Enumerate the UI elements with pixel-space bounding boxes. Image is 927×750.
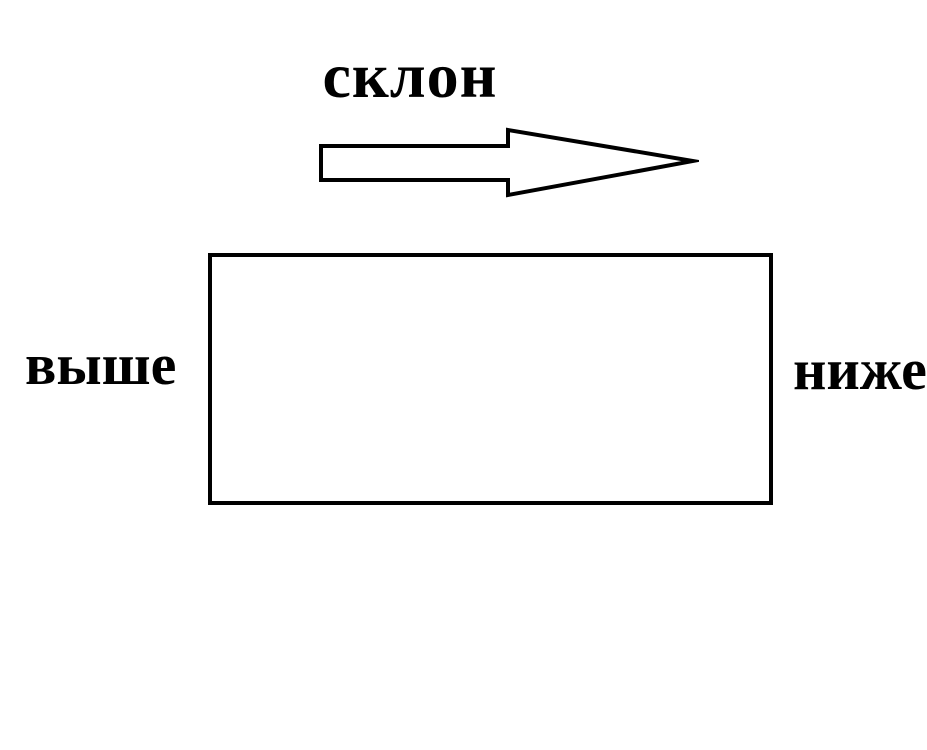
lower-label: ниже: [793, 337, 927, 402]
higher-label: выше: [25, 332, 177, 397]
slope-title: склон: [322, 40, 498, 111]
slope-rectangle: [208, 253, 773, 505]
right-arrow-icon: [319, 127, 699, 198]
